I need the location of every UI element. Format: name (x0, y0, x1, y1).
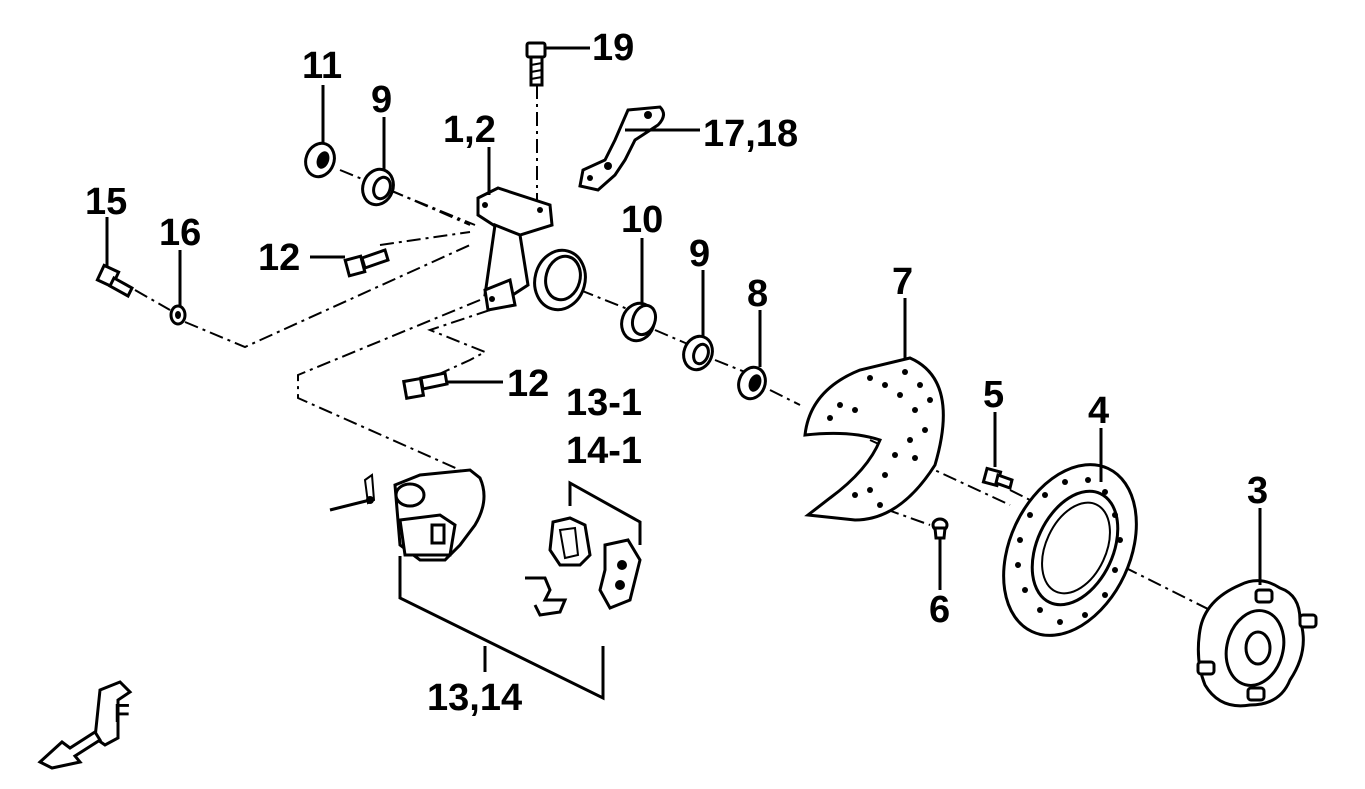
callout-9-upper: 9 (371, 79, 392, 121)
front-letter: F (114, 698, 130, 728)
callout-13-1: 13-1 (566, 382, 642, 424)
callout-6: 6 (929, 589, 950, 631)
bolt-12-lower (401, 371, 449, 400)
bolt-6 (931, 517, 949, 540)
bracket-17-18 (578, 105, 665, 192)
disc-guard-7 (803, 356, 945, 522)
callout-labels: 11 9 1,2 19 17,18 15 16 12 10 9 8 7 12 1… (85, 27, 1268, 719)
callout-19: 19 (592, 27, 634, 69)
callout-17-18: 17,18 (703, 113, 798, 155)
steering-knuckle-1-2 (476, 186, 587, 312)
bolt-12-upper (343, 248, 390, 278)
callout-12-upper: 12 (258, 237, 300, 279)
callout-10: 10 (621, 199, 663, 241)
callout-9-lower: 9 (689, 233, 710, 275)
pad-shim-14-1 (598, 538, 642, 610)
callout-16: 16 (159, 212, 201, 254)
bolt-19 (525, 41, 547, 87)
callout-13-14: 13,14 (427, 677, 522, 719)
leader-lines (105, 46, 1262, 701)
callout-4: 4 (1088, 390, 1109, 432)
oil-seal-8 (737, 365, 767, 401)
callout-8: 8 (747, 273, 768, 315)
brake-disc-4 (1002, 463, 1138, 637)
assembly-center-lines (134, 85, 1221, 616)
callout-1-2: 1,2 (443, 109, 496, 151)
bolt-5 (981, 466, 1014, 490)
brake-caliper-13-14 (329, 468, 486, 562)
guard-holes (827, 369, 933, 508)
bolt-15 (95, 263, 134, 299)
callout-11: 11 (302, 45, 342, 87)
callout-5: 5 (983, 374, 1004, 416)
callout-7: 7 (892, 261, 913, 303)
callout-12-lower: 12 (507, 363, 549, 405)
front-direction-icon: F (37, 680, 133, 770)
wheel-hub-3 (1196, 579, 1318, 708)
callout-3: 3 (1247, 470, 1268, 512)
bearing-9-lower (682, 334, 714, 372)
pad-spring (525, 576, 568, 617)
washer-16 (169, 304, 187, 326)
oil-seal-11 (304, 141, 336, 179)
callout-15: 15 (85, 181, 127, 223)
bearing-9-upper (361, 167, 395, 207)
callout-14-1: 14-1 (566, 430, 642, 472)
spacer-10 (620, 301, 658, 343)
brake-pad-13-1 (548, 516, 592, 567)
